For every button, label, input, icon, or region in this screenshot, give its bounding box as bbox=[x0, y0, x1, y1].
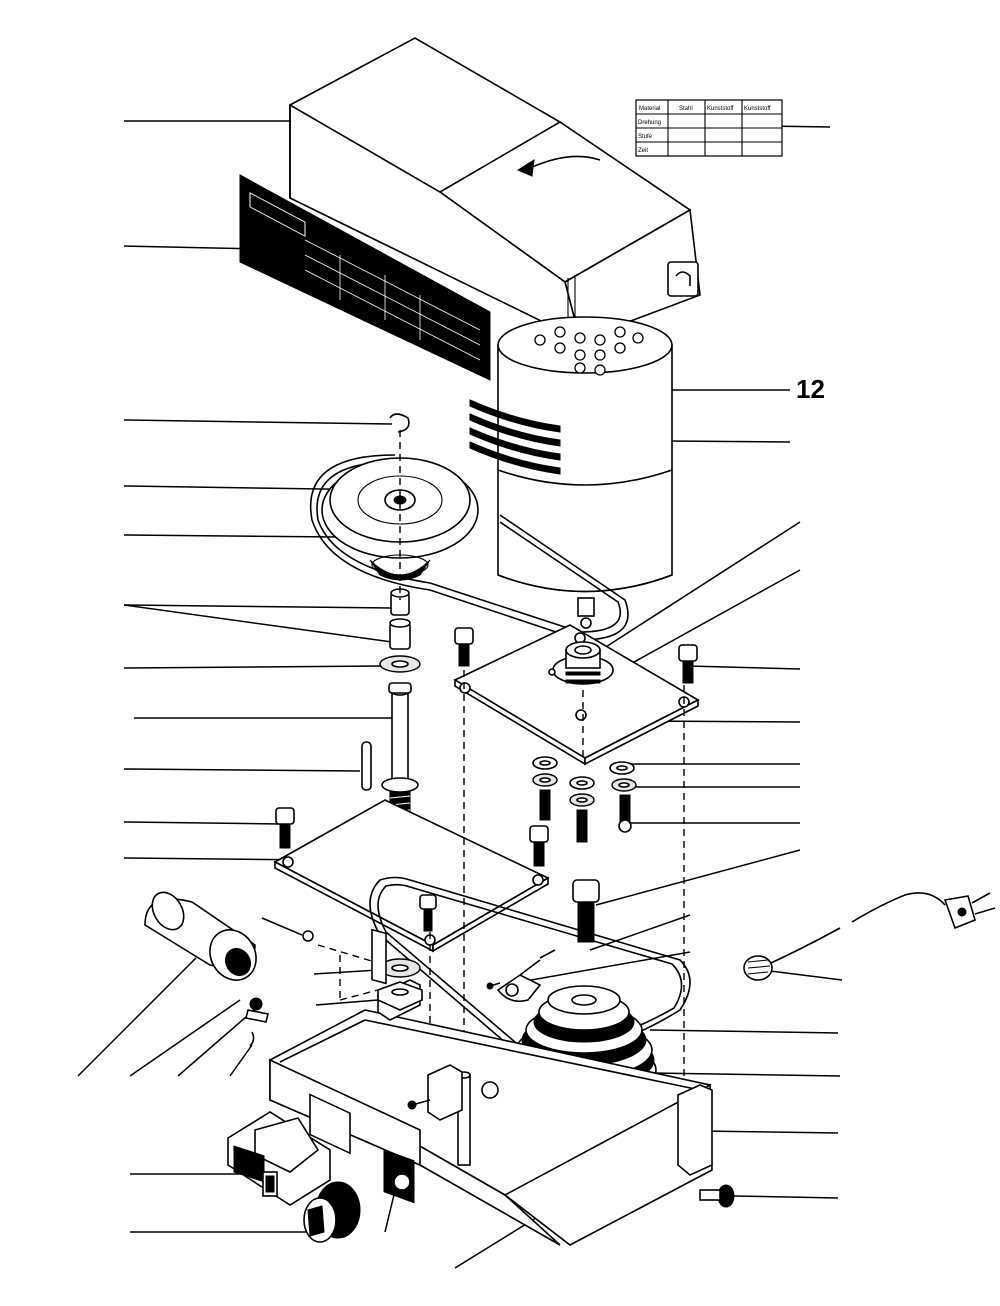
table-row-2: Zeit bbox=[638, 148, 648, 154]
screws-washers bbox=[419, 756, 637, 943]
table-header-1: Stahl bbox=[679, 106, 693, 112]
capacitor bbox=[144, 891, 314, 1047]
lower-belt bbox=[369, 876, 691, 1057]
base-housing bbox=[268, 928, 713, 1246]
motor bbox=[469, 316, 673, 629]
table-header-2: Kunststoff bbox=[707, 106, 734, 112]
upper-belt bbox=[309, 454, 629, 641]
top-cover bbox=[289, 37, 701, 345]
middle-plate bbox=[273, 799, 550, 953]
power-switch bbox=[227, 1111, 331, 1206]
table-row-1: Stufe bbox=[638, 134, 653, 140]
upper-pulley bbox=[321, 413, 479, 581]
right-small-parts bbox=[486, 949, 735, 1208]
speed-table: Material Stahl Kunststoff Kunststoff Dre… bbox=[635, 99, 783, 157]
power-cord bbox=[743, 892, 996, 981]
callout-label-12: 12 bbox=[796, 374, 825, 404]
table-row-0: Drehung bbox=[638, 120, 661, 126]
table-header-material: Material bbox=[639, 106, 660, 112]
control-knob bbox=[303, 1181, 361, 1243]
table-header-3: Kunststoff bbox=[744, 106, 771, 112]
black-label-plate bbox=[239, 174, 491, 381]
motor-mount-plate bbox=[453, 624, 700, 766]
